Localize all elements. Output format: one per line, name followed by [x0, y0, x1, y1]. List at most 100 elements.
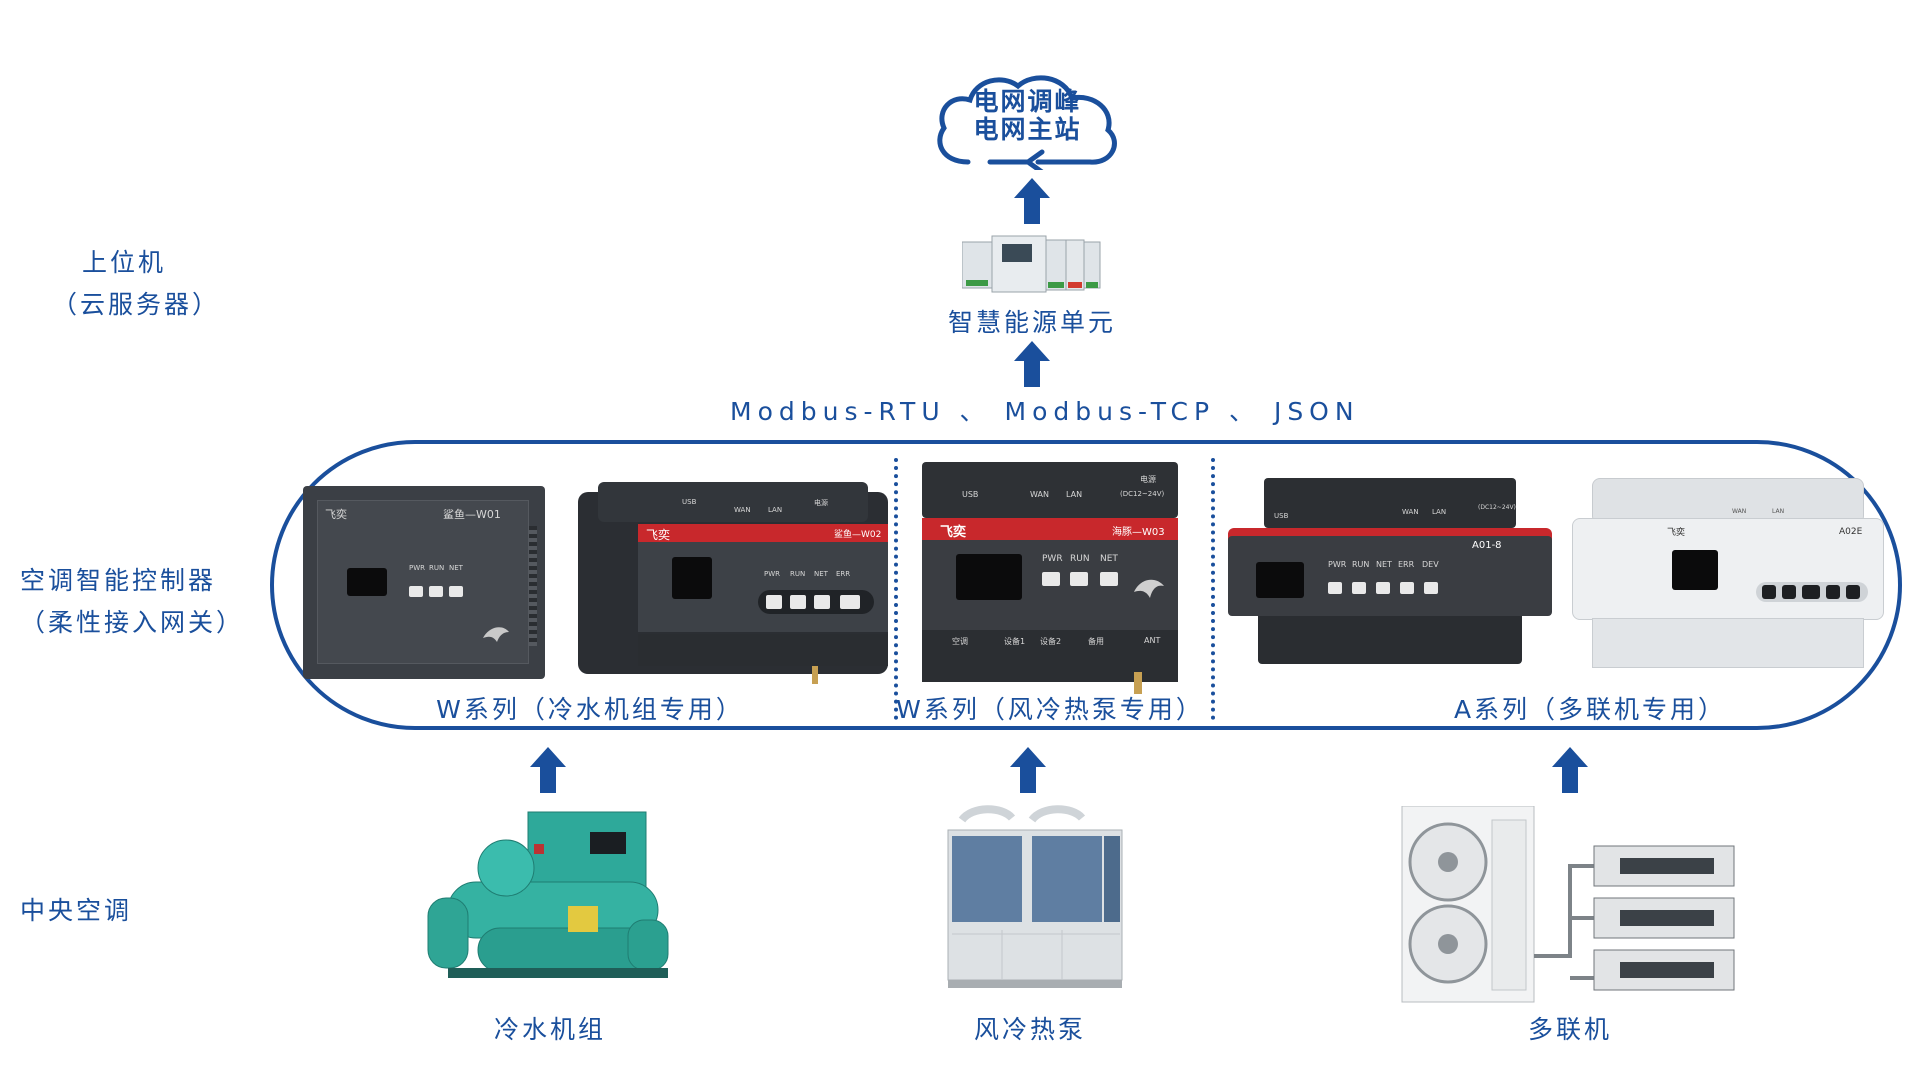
w02-power: 电源 — [814, 499, 828, 507]
w03-brand: 飞奕 — [940, 525, 967, 540]
protocols-text: Modbus-RTU 、 Modbus-TCP 、 JSON — [730, 397, 1360, 426]
a01-port-wan: WAN — [1402, 508, 1419, 516]
w02-antenna — [812, 666, 818, 684]
w03-model: 海豚—W03 — [1112, 527, 1165, 538]
level-central-label: 中央空调 — [20, 890, 132, 932]
w02-model: 鲨鱼—W02 — [834, 530, 882, 540]
w03-term-spare: 备用 — [1088, 637, 1104, 646]
w01-vent — [529, 526, 537, 646]
a02-button-ok — [1802, 585, 1820, 599]
w01-button-nav — [409, 586, 423, 597]
dolphin-logo-icon — [1134, 579, 1164, 598]
arrow-up-icon — [1014, 341, 1050, 387]
a02-top — [1592, 478, 1864, 524]
w02-button-nav — [766, 595, 782, 609]
w01-button-ok — [449, 586, 463, 597]
w02-button-down — [814, 595, 830, 609]
series-divider — [1211, 458, 1215, 720]
w01-brand: 飞奕 — [325, 508, 347, 521]
arrow-up-icon — [1014, 178, 1050, 224]
equipment-heatpump-label: 风冷热泵 — [973, 1015, 1086, 1044]
w03-led-pwr: PWR — [1042, 554, 1063, 564]
w02-led-pwr: PWR — [764, 570, 781, 578]
w03-term-aircon: 空调 — [952, 637, 968, 646]
cloud-text: 电网调峰 电网主站 — [930, 88, 1125, 144]
cloud-icon — [937, 75, 1117, 175]
arrow-up-icon — [1552, 747, 1588, 793]
level-central-line1: 中央空调 — [20, 896, 133, 925]
a01-button-ok — [1424, 582, 1438, 594]
w03-term-dev2: 设备2 — [1040, 637, 1062, 646]
w02-terminals — [638, 634, 888, 666]
w01-led-net: NET — [449, 564, 463, 572]
equipment-chiller-label: 冷水机组 — [493, 1015, 606, 1044]
w01-button-updown — [429, 586, 443, 597]
w03-redbar: 飞奕 海豚—W03 — [922, 518, 1178, 540]
controller-a01: USB WAN LAN (DC12~24V) A01-8 PWR RUN NET… — [1228, 478, 1552, 668]
a01-button-right — [1352, 582, 1366, 594]
w03-top — [922, 462, 1178, 518]
w02-button-ok — [840, 595, 860, 609]
cloud-node: 电网调峰 电网主站 — [930, 70, 1125, 175]
vrf-unit — [1398, 805, 1742, 1006]
energy-unit-device — [961, 232, 1102, 296]
a01-port-lan: LAN — [1432, 508, 1447, 516]
a01-button-up — [1376, 582, 1390, 594]
a01-terminals — [1258, 616, 1522, 664]
w02-led-run: RUN — [790, 570, 806, 578]
w01-screen — [347, 568, 387, 596]
series-w-chiller-label: W系列（冷水机组专用） — [436, 695, 744, 724]
chiller-unit — [418, 808, 680, 988]
controller-dolphin-w03: USB WAN LAN 电源 (DC12~24V) 飞奕 海豚—W03 PWR … — [922, 462, 1178, 694]
energy-unit-image — [961, 235, 1101, 293]
a01-led-pwr: PWR — [1328, 560, 1347, 569]
a02-face: 飞奕 A02E — [1572, 518, 1884, 620]
w03-button-updown — [1070, 572, 1088, 586]
w03-led-net: NET — [1100, 554, 1118, 564]
level-controller-line1: 空调智能控制器 — [20, 566, 217, 595]
w02-port-usb: USB — [682, 498, 697, 506]
a01-voltage: (DC12~24V) — [1478, 504, 1516, 511]
w03-power: 电源 — [1140, 475, 1156, 484]
w02-redbar: 飞奕 鲨鱼—W02 — [638, 524, 888, 542]
chiller-image — [427, 811, 669, 978]
w02-button-up — [790, 595, 806, 609]
cloud-line1: 电网调峰 — [973, 87, 1082, 116]
controller-a02e: WAN LAN 飞奕 A02E — [1572, 478, 1884, 678]
w02-top — [598, 482, 868, 522]
w02-brand: 飞奕 — [646, 528, 671, 542]
a01-port-usb: USB — [1274, 512, 1289, 520]
level-controller-line2: （柔性接入网关） — [20, 608, 245, 637]
a01-button-down — [1400, 582, 1414, 594]
a01-led-err: ERR — [1398, 560, 1415, 569]
w03-port-usb: USB — [962, 490, 979, 499]
w03-screen — [956, 554, 1022, 600]
series-a-vrf-label: A系列（多联机专用） — [1453, 695, 1727, 724]
w01-led-pwr: PWR — [409, 564, 426, 572]
a02-screen — [1672, 550, 1718, 590]
level-controller-label: 空调智能控制器 （柔性接入网关） — [20, 560, 244, 644]
a01-model: A01-8 — [1472, 540, 1502, 551]
shark-logo-icon — [483, 627, 509, 642]
w03-ant: ANT — [1144, 636, 1161, 645]
a02-button-right — [1782, 585, 1796, 599]
vrf-image — [1401, 805, 1735, 1003]
cloud-line2: 电网主站 — [973, 115, 1082, 144]
equipment-vrf-label: 多联机 — [1527, 1015, 1612, 1044]
series-divider — [894, 458, 898, 720]
w02-screen — [672, 557, 712, 599]
arrow-up-icon — [1010, 747, 1046, 793]
w03-antenna — [1134, 672, 1142, 694]
w02-port-wan: WAN — [734, 506, 751, 514]
a01-led-net: NET — [1376, 560, 1392, 569]
w03-button-ok — [1100, 572, 1118, 586]
a02-button-up — [1826, 585, 1840, 599]
w03-led-run: RUN — [1070, 554, 1090, 564]
a01-button-left — [1328, 582, 1342, 594]
w03-port-wan: WAN — [1030, 490, 1049, 499]
controller-shark-w02: USB WAN LAN 电源 飞奕 鲨鱼—W02 PWR RUN NET ERR — [578, 482, 888, 684]
w03-terminals: 空调 设备1 设备2 备用 ANT — [922, 630, 1178, 682]
w03-term-dev1: 设备1 — [1004, 637, 1026, 646]
a02-port-lan: LAN — [1772, 508, 1785, 515]
a01-top — [1264, 478, 1516, 528]
